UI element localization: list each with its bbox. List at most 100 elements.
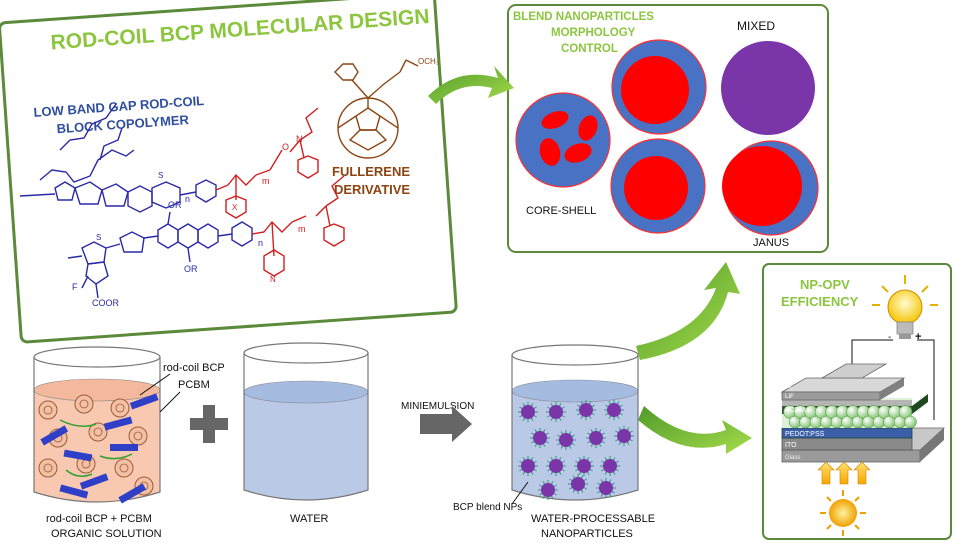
rod-coil-bcp-annotation: rod-coil BCP [163, 362, 225, 374]
or-label-top: OR [168, 200, 182, 210]
nanoparticle-dots [518, 400, 634, 500]
m-subscript-2: m [298, 224, 306, 234]
janus-label: JANUS [753, 237, 789, 249]
light-bulb-icon [872, 275, 938, 339]
pcbm-ball [904, 415, 917, 429]
rod-segment [63, 449, 93, 462]
layer-label-pcbm: PCBM [785, 407, 805, 414]
nanoparticle [596, 478, 616, 498]
fullerene-ball [128, 426, 148, 446]
nanoparticle [538, 480, 558, 500]
fullerene-ball [110, 398, 130, 418]
arrow-nps-to-morphology [636, 262, 740, 360]
miniemulsion-label: MINIEMULSION [401, 401, 474, 412]
nanoparticle [586, 428, 606, 448]
nanoparticle [574, 456, 594, 476]
layer-label-pedot: PEDOT:PSS [785, 431, 825, 438]
annotation-pointer-3 [511, 481, 529, 505]
plus-icon [190, 405, 228, 443]
o-atom-label: O [282, 142, 289, 152]
morphology-title-3: CONTROL [561, 43, 618, 55]
fullerene-ball [38, 458, 58, 478]
nanoparticle [604, 400, 624, 420]
core-shell-label: CORE-SHELL [526, 205, 596, 217]
m-subscript-1: m [262, 176, 270, 186]
n-pyridine-label: N [270, 275, 276, 284]
organic-caption-1: rod-coil BCP + PCBM [46, 513, 152, 525]
nanoparticle [600, 456, 620, 476]
layer-label-al: Al [785, 383, 792, 390]
pcbm-balls [783, 405, 917, 429]
nanoparticle [546, 456, 566, 476]
organic-caption-2: ORGANIC SOLUTION [51, 528, 162, 540]
organic-particles [38, 393, 159, 504]
n-subscript-1: n [185, 194, 190, 204]
polymer-coil-1 [215, 107, 319, 219]
layer-label-lif: LiF [785, 393, 794, 400]
plus-terminal: + [915, 331, 921, 343]
miniemulsion-arrow [420, 406, 472, 442]
polymer-coil-2 [251, 175, 345, 277]
sun-icon [820, 490, 866, 536]
np-janus [722, 140, 819, 236]
rod-segment [59, 484, 89, 499]
fullerene-ball [88, 422, 108, 442]
fullerene-ball [38, 400, 58, 420]
beaker-nanoparticles [511, 344, 639, 501]
coil-segment [99, 453, 133, 460]
n-atom-label: N [296, 134, 303, 144]
morphology-title-2: MORPHOLOGY [551, 27, 636, 39]
opv-title-1: NP-OPV [800, 277, 850, 292]
water-caption: WATER [290, 513, 329, 525]
coor-label: COOR [92, 298, 120, 308]
fullerene-label-1: FULLERENE [332, 164, 410, 179]
np-mixed [721, 41, 815, 135]
mixed-label: MIXED [737, 19, 775, 33]
rod-segment [118, 483, 147, 504]
arrow-nps-to-opv [638, 406, 752, 454]
layer-label-ito: ITO [785, 442, 797, 449]
pcbm-annotation: PCBM [178, 379, 210, 391]
np-core-shell-top [611, 39, 707, 135]
nanoparticle [614, 426, 634, 446]
nanoparticle [518, 402, 538, 422]
or-label-bottom: OR [184, 264, 198, 274]
wire-negative [851, 339, 893, 372]
rod-segment [79, 473, 109, 490]
design-panel: ROD-COIL BCP MOLECULAR DESIGN LOW BAND G… [0, 0, 458, 344]
ester-label: OCH₃ [418, 57, 439, 66]
arrow-design-to-morphology [428, 66, 514, 104]
rod-segment [110, 444, 138, 451]
fullerene-structure [334, 59, 419, 159]
morphology-title-1: BLEND NANOPARTICLES [513, 11, 654, 23]
opv-title-2: EFFICIENCY [781, 294, 859, 309]
light-arrows [817, 461, 871, 485]
nps-caption-1: WATER-PROCESSABLE [531, 513, 655, 525]
nanoparticle [530, 428, 550, 448]
minus-terminal: - [888, 332, 891, 343]
nanoparticle [576, 400, 596, 420]
nps-caption-2: NANOPARTICLES [541, 528, 633, 540]
coil-segment [65, 469, 93, 477]
nanoparticle [556, 430, 576, 450]
rod-segment [40, 425, 69, 446]
polymer-structure-2 [67, 211, 253, 299]
s-atom-label-2: S [96, 233, 101, 242]
np-core-shell-bottom [610, 138, 706, 234]
nanoparticle [518, 456, 538, 476]
layer-label-glass: Glass [785, 455, 800, 461]
nanoparticle [546, 402, 566, 422]
fullerene-label-2: DERIVATIVE [334, 182, 410, 197]
x-atom-label: X [232, 203, 238, 212]
fullerene-ball [114, 458, 134, 478]
n-subscript-2: n [258, 238, 263, 248]
beaker-water [243, 342, 369, 501]
bcp-blend-nps-annotation: BCP blend NPs [453, 502, 522, 513]
fullerene-ball [74, 394, 94, 414]
coil-segment [59, 419, 97, 427]
np-multicore [515, 92, 611, 188]
wire-positive [917, 339, 935, 420]
annotation-pointer-2 [159, 391, 181, 413]
annotation-pointer-1 [139, 373, 171, 396]
